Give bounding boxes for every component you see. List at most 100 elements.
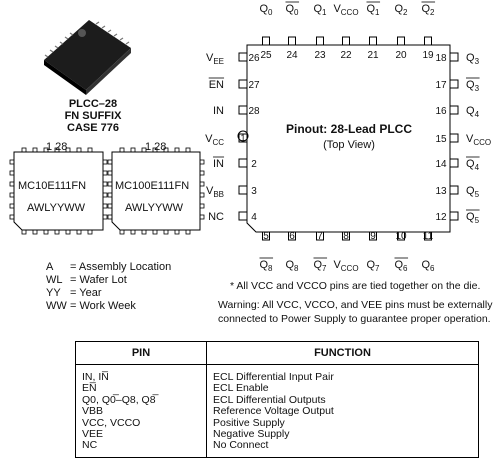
marking-lead — [9, 203, 15, 209]
pin-number: 7 — [317, 231, 323, 242]
marking-lead — [102, 203, 108, 209]
legend-item: WL= Wafer Lot — [46, 274, 127, 286]
marking-lead — [174, 147, 180, 153]
table-cell-function: ECL Enable — [213, 382, 269, 395]
pinout-subtitle: (Top View) — [323, 139, 375, 151]
marking-lead — [163, 147, 169, 153]
pin-lead — [369, 36, 377, 46]
pin-lead — [238, 158, 248, 168]
pin-name-right: Q5 — [466, 211, 480, 225]
pin-number: 8 — [343, 231, 349, 242]
pin-number: 19 — [422, 50, 434, 61]
pin-number: 3 — [251, 186, 257, 197]
marking-lead — [21, 147, 27, 153]
pin-name-right: Q4 — [466, 158, 480, 172]
marking-lead — [107, 214, 113, 220]
pin-name-top: Q1 — [313, 3, 327, 17]
marking-lead — [199, 203, 205, 209]
pin-number: 13 — [435, 186, 447, 197]
marking-1-code: AWLYYWW — [27, 202, 86, 214]
table-cell-function: ECL Differential Outputs — [213, 393, 326, 406]
marking-lead — [102, 181, 108, 187]
pin-name-right: Q5 — [466, 185, 480, 199]
legend-item: A= Assembly Location — [46, 261, 172, 273]
marking-lead — [9, 181, 15, 187]
marking-lead — [152, 147, 158, 153]
pin-number: 16 — [435, 106, 447, 117]
pin-name-bottom: Q8 — [259, 259, 273, 273]
marking-lead — [43, 147, 49, 153]
table-cell-function: Negative Supply — [213, 428, 290, 440]
marking-lead — [32, 229, 38, 235]
pin-lead — [424, 231, 432, 241]
table-cell-pin: NC — [82, 439, 98, 452]
marking-lead — [107, 170, 113, 176]
marking-lead — [76, 147, 82, 153]
marking-lead — [65, 229, 71, 235]
marking-lead — [21, 229, 27, 235]
pin-name-bottom: Q6 — [394, 259, 408, 273]
pin-lead — [449, 211, 459, 221]
pin-lead — [316, 231, 324, 241]
pin-lead — [424, 36, 432, 46]
tied-note: * All VCC and VCCO pins are tied togethe… — [230, 280, 481, 292]
pin-lead — [238, 79, 248, 89]
pin-name-right: VCCO — [466, 133, 491, 147]
pin-name-right: Q3 — [466, 52, 480, 66]
plcc-package-icon — [44, 20, 131, 95]
pin-number: 14 — [435, 159, 447, 170]
pinout-title: Pinout: 28-Lead PLCC — [286, 122, 412, 136]
pin-name-left: VCC — [205, 133, 224, 147]
table-cell-function: ECL Differential Input Pair — [213, 371, 334, 383]
pin-number: 18 — [435, 53, 447, 64]
pin-name-top: Q2 — [394, 3, 408, 17]
pin-name-left: NC — [208, 211, 224, 223]
marking-lead — [102, 159, 108, 165]
pin1-marker — [237, 130, 249, 142]
marking-lead — [76, 229, 82, 235]
pin-name-bottom: Q7 — [313, 259, 327, 273]
pin-number: 23 — [314, 50, 326, 61]
marking-lead — [199, 170, 205, 176]
marking-lead — [102, 192, 108, 198]
legend-item: YY= Year — [46, 287, 102, 299]
marking-2-code: AWLYYWW — [125, 202, 184, 214]
pin-name-left: IN — [213, 105, 224, 117]
pin-name-right: Q4 — [466, 105, 480, 119]
pin-number: 26 — [248, 53, 260, 64]
pin-number: 17 — [435, 80, 447, 91]
marking-lead — [130, 229, 136, 235]
marking-lead — [9, 170, 15, 176]
package-line3: CASE 776 — [67, 122, 119, 134]
marking-lead — [199, 181, 205, 187]
pin-lead — [449, 158, 459, 168]
marking-1-pin-numbers: 1 28 — [46, 141, 68, 153]
package-line1: PLCC–28 — [68, 98, 118, 110]
pin-lead — [449, 185, 459, 195]
pin-number: 10 — [395, 231, 407, 242]
pin-number: 21 — [367, 50, 379, 61]
pin-number: 11 — [423, 231, 434, 242]
pin-lead — [342, 231, 350, 241]
pin-name-left: IN — [213, 158, 224, 170]
marking-lead — [65, 147, 71, 153]
table-cell-pin: VBB — [82, 405, 104, 418]
pin-number: 2 — [251, 159, 257, 170]
marking-lead — [199, 159, 205, 165]
warning-note: Warning: All VCC, VCCO, and VEE pins mus… — [218, 299, 493, 325]
pin-lead — [238, 52, 248, 62]
marking-lead — [174, 229, 180, 235]
pin-name-left: EN — [209, 79, 224, 91]
pin-lead — [238, 105, 248, 115]
pin-lead — [449, 133, 459, 143]
marking-lead — [54, 147, 60, 153]
table-header: PIN FUNCTION — [76, 342, 478, 365]
pin-name-top: Q0 — [285, 3, 299, 17]
header-function: FUNCTION — [314, 347, 371, 359]
pin-number: 6 — [289, 231, 295, 242]
marking-lead — [107, 159, 113, 165]
marking-lead — [107, 192, 113, 198]
pin-lead — [397, 231, 405, 241]
legend-item: WW= Work Week — [46, 300, 136, 312]
